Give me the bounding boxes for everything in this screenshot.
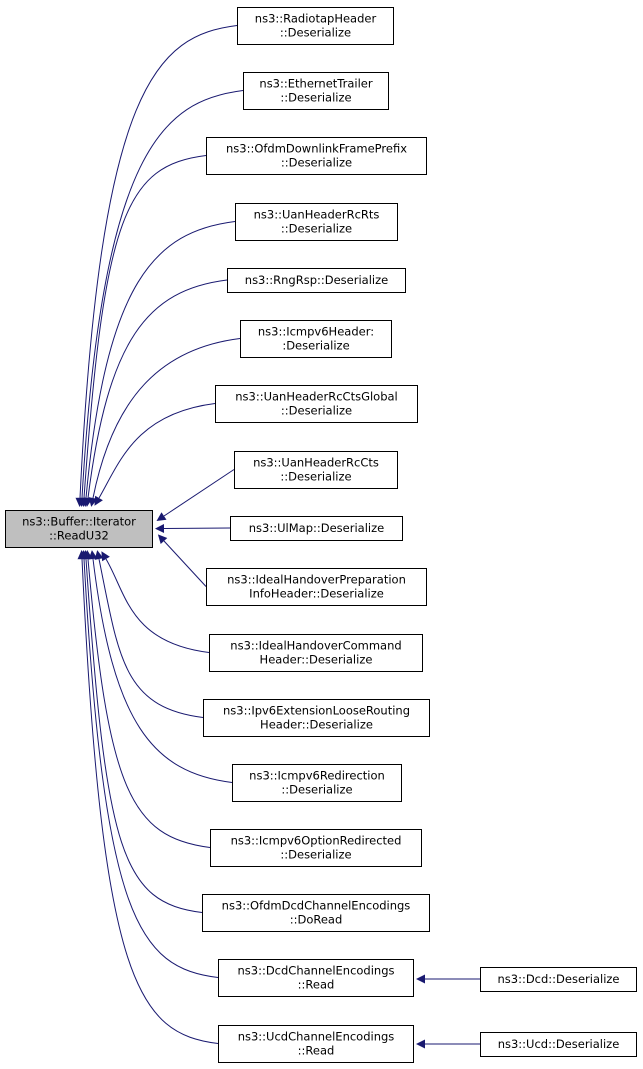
- caller-node-label-line: ::Deserialize: [280, 26, 351, 40]
- call-edge: [83, 279, 228, 507]
- caller-node-label-line: ::Deserialize: [281, 222, 352, 236]
- caller-node-label-line: ns3::Icmpv6Redirection: [249, 769, 385, 783]
- call-edges: [75, 25, 480, 1049]
- root-function-node-label-line: ::ReadU32: [49, 529, 109, 543]
- caller-node[interactable]: ns3::Dcd::Deserialize: [480, 967, 637, 992]
- caller-node-label-line: :Deserialize: [282, 339, 349, 353]
- caller-node[interactable]: ns3::Icmpv6Header::Deserialize: [240, 320, 392, 358]
- caller-node[interactable]: ns3::UcdChannelEncodings::Read: [218, 1025, 414, 1063]
- caller-node-label-line: ::Deserialize: [280, 470, 351, 484]
- caller-node-box: [218, 1025, 414, 1063]
- caller-node-box: [215, 385, 418, 423]
- call-edge: [88, 550, 233, 783]
- caller-node-box: [232, 764, 402, 802]
- caller-node-label-line: ns3::DcdChannelEncodings: [237, 964, 394, 978]
- caller-node-box: [480, 967, 637, 992]
- caller-node-label-line: InfoHeader::Deserialize: [249, 587, 384, 601]
- caller-node[interactable]: ns3::IdealHandoverPreparationInfoHeader:…: [206, 568, 427, 606]
- caller-node-label-line: ::Read: [298, 978, 335, 992]
- root-function-node: ns3::Buffer::Iterator::ReadU32: [5, 510, 153, 548]
- caller-node-label-line: ::Deserialize: [280, 848, 351, 862]
- caller-node[interactable]: ns3::Ipv6ExtensionLooseRoutingHeader::De…: [203, 699, 430, 737]
- call-edge: [155, 524, 231, 533]
- caller-node-label-line: ::Read: [298, 1044, 335, 1058]
- caller-node-label-line: ::Deserialize: [281, 404, 352, 418]
- call-edge: [81, 221, 236, 507]
- root-function-node-label-line: ns3::Buffer::Iterator: [22, 515, 136, 529]
- caller-node-label-line: ns3::Icmpv6OptionRedirected: [231, 834, 402, 848]
- caller-node-label-line: ns3::RadiotapHeader: [255, 12, 377, 26]
- caller-node-label-line: ::Deserialize: [280, 91, 351, 105]
- caller-node[interactable]: ns3::RngRsp::Deserialize: [227, 268, 406, 293]
- caller-node-label-line: ns3::RngRsp::Deserialize: [245, 273, 388, 287]
- caller-node-label-line: ns3::UlMap::Deserialize: [249, 521, 384, 535]
- caller-node-box: [243, 72, 389, 110]
- call-edge: [157, 534, 207, 587]
- caller-node-box: [234, 451, 398, 489]
- caller-node-box: [237, 7, 394, 45]
- call-edge: [94, 403, 216, 506]
- caller-node[interactable]: ns3::RadiotapHeader::Deserialize: [237, 7, 394, 45]
- caller-node-label-line: ns3::OfdmDownlinkFramePrefix: [226, 142, 407, 156]
- caller-node-box: [203, 699, 430, 737]
- caller-node-box: [227, 268, 406, 293]
- call-edge: [88, 338, 241, 507]
- caller-node-label-line: ::Deserialize: [281, 156, 352, 170]
- caller-node[interactable]: ns3::Icmpv6OptionRedirected::Deserialize: [210, 829, 422, 867]
- caller-node-box: [209, 634, 423, 672]
- caller-node[interactable]: ns3::OfdmDownlinkFramePrefix::Deserializ…: [206, 137, 427, 175]
- caller-node-box: [206, 568, 427, 606]
- caller-node-box: [206, 137, 427, 175]
- call-edge: [79, 155, 207, 507]
- caller-node-label-line: ns3::Icmpv6Header:: [258, 325, 374, 339]
- call-edge: [75, 25, 238, 507]
- call-edge: [156, 469, 235, 521]
- root-function-node-box: [5, 510, 153, 548]
- caller-node-label-line: Header::Deserialize: [260, 718, 373, 732]
- call-edge: [94, 550, 204, 718]
- caller-node-label-line: ns3::Ucd::Deserialize: [498, 1037, 620, 1051]
- call-edge: [81, 550, 203, 913]
- call-edge: [77, 550, 219, 1044]
- caller-node[interactable]: ns3::UanHeaderRcCtsGlobal::Deserialize: [215, 385, 418, 423]
- caller-node[interactable]: ns3::UanHeaderRcCts::Deserialize: [234, 451, 398, 489]
- caller-node-label-line: ns3::UanHeaderRcCts: [253, 456, 379, 470]
- caller-node-box: [202, 894, 430, 932]
- caller-node-label-line: ns3::UanHeaderRcRts: [254, 208, 380, 222]
- caller-node[interactable]: ns3::EthernetTrailer::Deserialize: [243, 72, 389, 110]
- call-edge: [79, 550, 219, 978]
- caller-node-label-line: ns3::IdealHandoverCommand: [230, 639, 401, 653]
- call-edge: [83, 550, 211, 848]
- caller-node[interactable]: ns3::DcdChannelEncodings::Read: [218, 959, 414, 997]
- caller-node-label-line: ns3::UcdChannelEncodings: [238, 1030, 395, 1044]
- caller-node[interactable]: ns3::Icmpv6Redirection::Deserialize: [232, 764, 402, 802]
- graph-nodes: ns3::Buffer::Iterator::ReadU32 ns3::Radio…: [5, 7, 637, 1063]
- call-edge: [77, 90, 244, 507]
- caller-node-box: [235, 203, 398, 241]
- caller-node-label-line: Header::Deserialize: [260, 653, 373, 667]
- caller-node-box: [210, 829, 422, 867]
- caller-node-box: [480, 1032, 637, 1057]
- caller-node-box: [218, 959, 414, 997]
- call-edge: [101, 551, 210, 653]
- caller-node[interactable]: ns3::OfdmDcdChannelEncodings::DoRead: [202, 894, 430, 932]
- caller-node-box: [230, 516, 403, 541]
- caller-node-label-line: ns3::EthernetTrailer: [259, 77, 372, 91]
- caller-node-label-line: ns3::Ipv6ExtensionLooseRouting: [223, 704, 410, 718]
- caller-node[interactable]: ns3::UlMap::Deserialize: [230, 516, 403, 541]
- caller-node[interactable]: ns3::Ucd::Deserialize: [480, 1032, 637, 1057]
- caller-node-box: [240, 320, 392, 358]
- caller-node[interactable]: ns3::IdealHandoverCommandHeader::Deseria…: [209, 634, 423, 672]
- caller-node-label-line: ::DoRead: [290, 913, 343, 927]
- caller-node-label-line: ns3::UanHeaderRcCtsGlobal: [235, 390, 398, 404]
- caller-node-label-line: ns3::OfdmDcdChannelEncodings: [222, 899, 411, 913]
- caller-node-label-line: ::Deserialize: [281, 783, 352, 797]
- caller-node-label-line: ns3::Dcd::Deserialize: [497, 972, 619, 986]
- caller-node[interactable]: ns3::UanHeaderRcRts::Deserialize: [235, 203, 398, 241]
- caller-node-label-line: ns3::IdealHandoverPreparation: [227, 573, 406, 587]
